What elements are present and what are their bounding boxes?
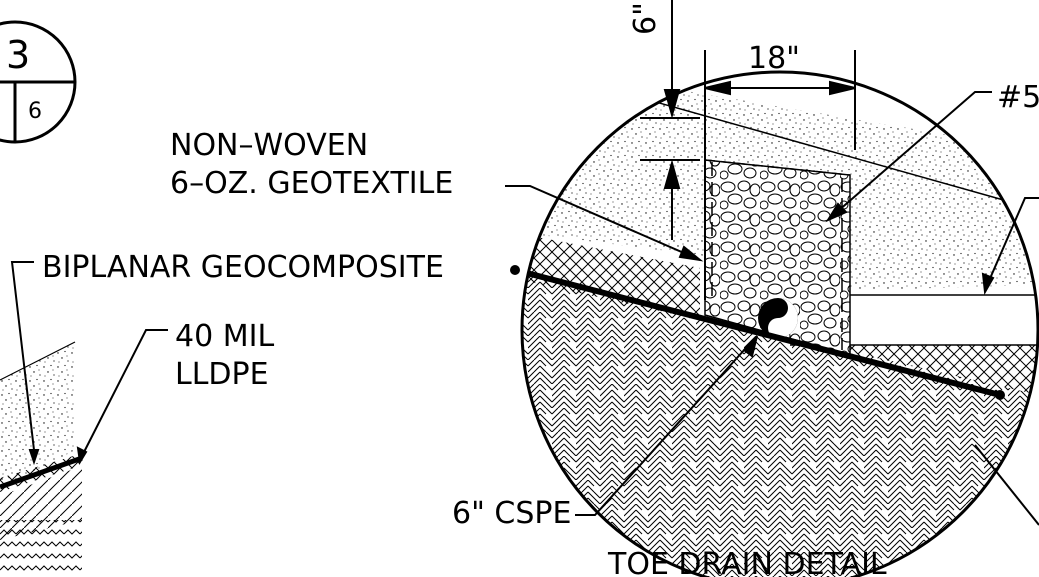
label-liner-line2: LLDPE	[175, 357, 269, 392]
detail-leaders	[505, 91, 1039, 526]
dimension-depth-label: 6"	[628, 2, 663, 35]
detail-circle-contents	[522, 72, 1038, 577]
dimension-depth	[640, 0, 700, 240]
dimension-width-label: 18"	[748, 41, 800, 76]
callout-sheet: 6	[28, 99, 42, 124]
callout-number: 3	[6, 33, 30, 77]
label-geotextile-line1: NON–WOVEN	[170, 128, 368, 163]
left-leaders	[10, 261, 168, 466]
label-stone-ref: #5	[997, 80, 1039, 115]
liner-endpoint-left	[510, 265, 520, 275]
section-callout: 3 6	[0, 20, 77, 144]
dimension-width	[704, 50, 856, 300]
label-pipe: 6" CSPE	[452, 496, 571, 531]
label-geocomposite: BIPLANAR GEOCOMPOSITE	[42, 250, 444, 285]
detail-circle	[520, 70, 1039, 577]
left-section-fragment	[0, 341, 83, 577]
label-liner-line1: 40 MIL	[175, 319, 274, 354]
label-geotextile-line2: 6–OZ. GEOTEXTILE	[170, 166, 453, 201]
liner-endpoint-right	[995, 390, 1005, 400]
